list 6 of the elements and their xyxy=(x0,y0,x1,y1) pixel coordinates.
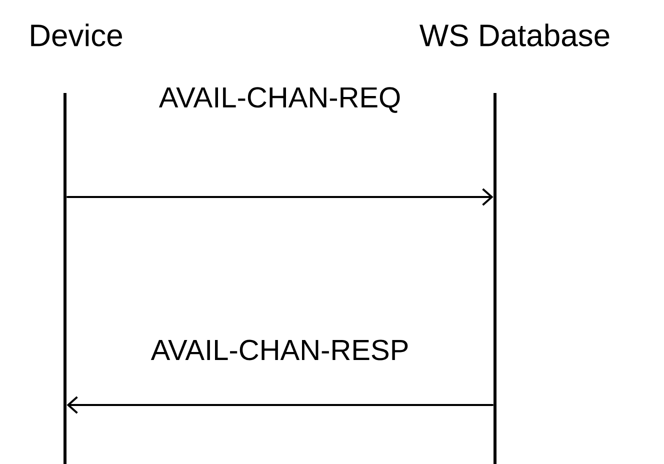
message-label: AVAIL-CHAN-REQ xyxy=(158,87,400,113)
participant-label: WS Database xyxy=(420,24,610,46)
message-arrow xyxy=(66,396,494,414)
message-arrow xyxy=(66,188,494,206)
participant-label: Device xyxy=(31,24,122,46)
message-label: AVAIL-CHAN-RESP xyxy=(150,340,408,360)
